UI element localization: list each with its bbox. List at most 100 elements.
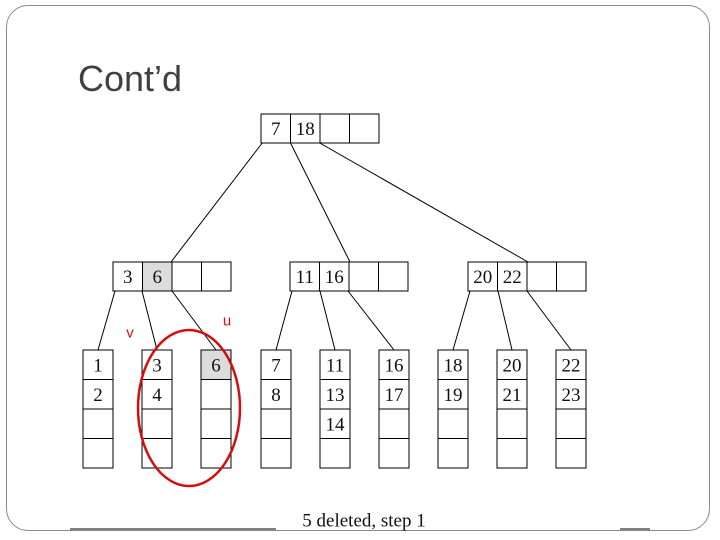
leaf-node-key: 19 [444,385,463,406]
edge-root-internal [317,141,529,263]
edge-internal-leaf [171,290,217,351]
internal-node-key: 20 [473,267,492,288]
leaf-node-cell [141,379,173,410]
internal-node-cell [319,261,350,292]
leaf-node-key: 8 [271,385,281,406]
leaf-node-cell [260,379,292,410]
leaf-node-cell [319,438,351,469]
root-node-cell [290,113,321,144]
label-u: u [223,313,231,330]
leaf-node-key: 3 [152,355,162,376]
edge-root-internal [170,141,264,263]
internal-node-key: 11 [296,267,314,288]
internal-node-key: 16 [325,267,344,288]
leaf-node-key: 23 [562,385,581,406]
label-v: v [126,325,134,342]
root-node-cell [260,113,291,144]
leaf-node-cell [496,408,528,439]
leaf-node-cell [141,408,173,439]
internal-node-cell [348,261,379,292]
leaf-node-cell [555,349,587,380]
leaf-node-cell [319,379,351,410]
leaf-node-key: 11 [326,355,344,376]
leaf-node-cell [378,408,410,439]
edge-internal-leaf [97,290,116,351]
leaf-node-key: 18 [444,355,463,376]
slide-title: Cont’d [78,58,183,99]
internal-node-cell [556,261,587,292]
root-node-cell [319,113,350,144]
internal-node: 11 16 [289,261,409,292]
root-node: 7 18 [260,113,380,144]
slide-frame [6,5,710,531]
leaf-node-cell [378,438,410,469]
leaf-node-cell [555,408,587,439]
leaf-node-key: 21 [503,385,522,406]
edge-internal-leaf [497,290,513,351]
leaf-node-cell [200,438,232,469]
internal-node-key: 3 [123,267,133,288]
internal-node-cell [467,261,498,292]
edge-root-internal [289,141,351,263]
leaf-node-key: 16 [385,355,404,376]
leaf-node: 12 [82,349,114,469]
leaf-node: 6 [200,349,232,469]
leaf-node-cell [496,438,528,469]
leaf-node-key: 4 [152,385,162,406]
leaf-node-cell [319,408,351,439]
highlight-circle [136,328,242,488]
leaf-node-cell [496,349,528,380]
edge-internal-leaf [452,290,471,351]
leaf-node-cell [260,408,292,439]
internal-node-cell [289,261,320,292]
leaf-node: 34 [141,349,173,469]
root-node-cell [349,113,380,144]
leaf-node-cell [82,408,114,439]
internal-node-key: 22 [503,267,522,288]
leaf-node-cell [200,379,232,410]
internal-node-cell [378,261,409,292]
leaf-node-cell [260,349,292,380]
edge-internal-leaf [526,290,572,351]
leaf-node-key: 1 [93,355,103,376]
leaf-node-cell [82,379,114,410]
leaf-node-key: 6 [211,355,221,376]
leaf-node-key: 22 [562,355,581,376]
leaf-node: 78 [260,349,292,469]
leaf-node: 11 13 14 [319,349,351,469]
leaf-node-cell [319,349,351,380]
leaf-node-key: 13 [326,385,345,406]
edge-internal-leaf [347,290,395,351]
root-node-key: 7 [271,119,281,140]
leaf-node-cell [260,438,292,469]
leaf-node-key: 17 [385,385,404,406]
leaf-node-cell [82,438,114,469]
root-node-key: 18 [296,119,315,140]
leaf-node-cell [378,379,410,410]
edge-internal-leaf [275,290,293,351]
leaf-node-cell [496,379,528,410]
leaf-node-key: 2 [93,385,103,406]
diagram-caption: 5 deleted, step 1 [302,511,425,532]
leaf-node-key: 14 [326,414,346,435]
internal-node-cell [526,261,557,292]
internal-node-cell [171,261,202,292]
internal-node-cell [201,261,232,292]
leaf-node-cell [555,379,587,410]
leaf-node-cell [437,438,469,469]
edge-internal-leaf [141,290,158,351]
edge-internal-leaf [319,290,336,351]
internal-node-cell [497,261,528,292]
leaf-node-key: 7 [271,355,281,376]
leaf-node-cell [378,349,410,380]
internal-node-cell [142,261,173,292]
leaf-node-cell [82,349,114,380]
internal-node-key: 6 [153,267,163,288]
